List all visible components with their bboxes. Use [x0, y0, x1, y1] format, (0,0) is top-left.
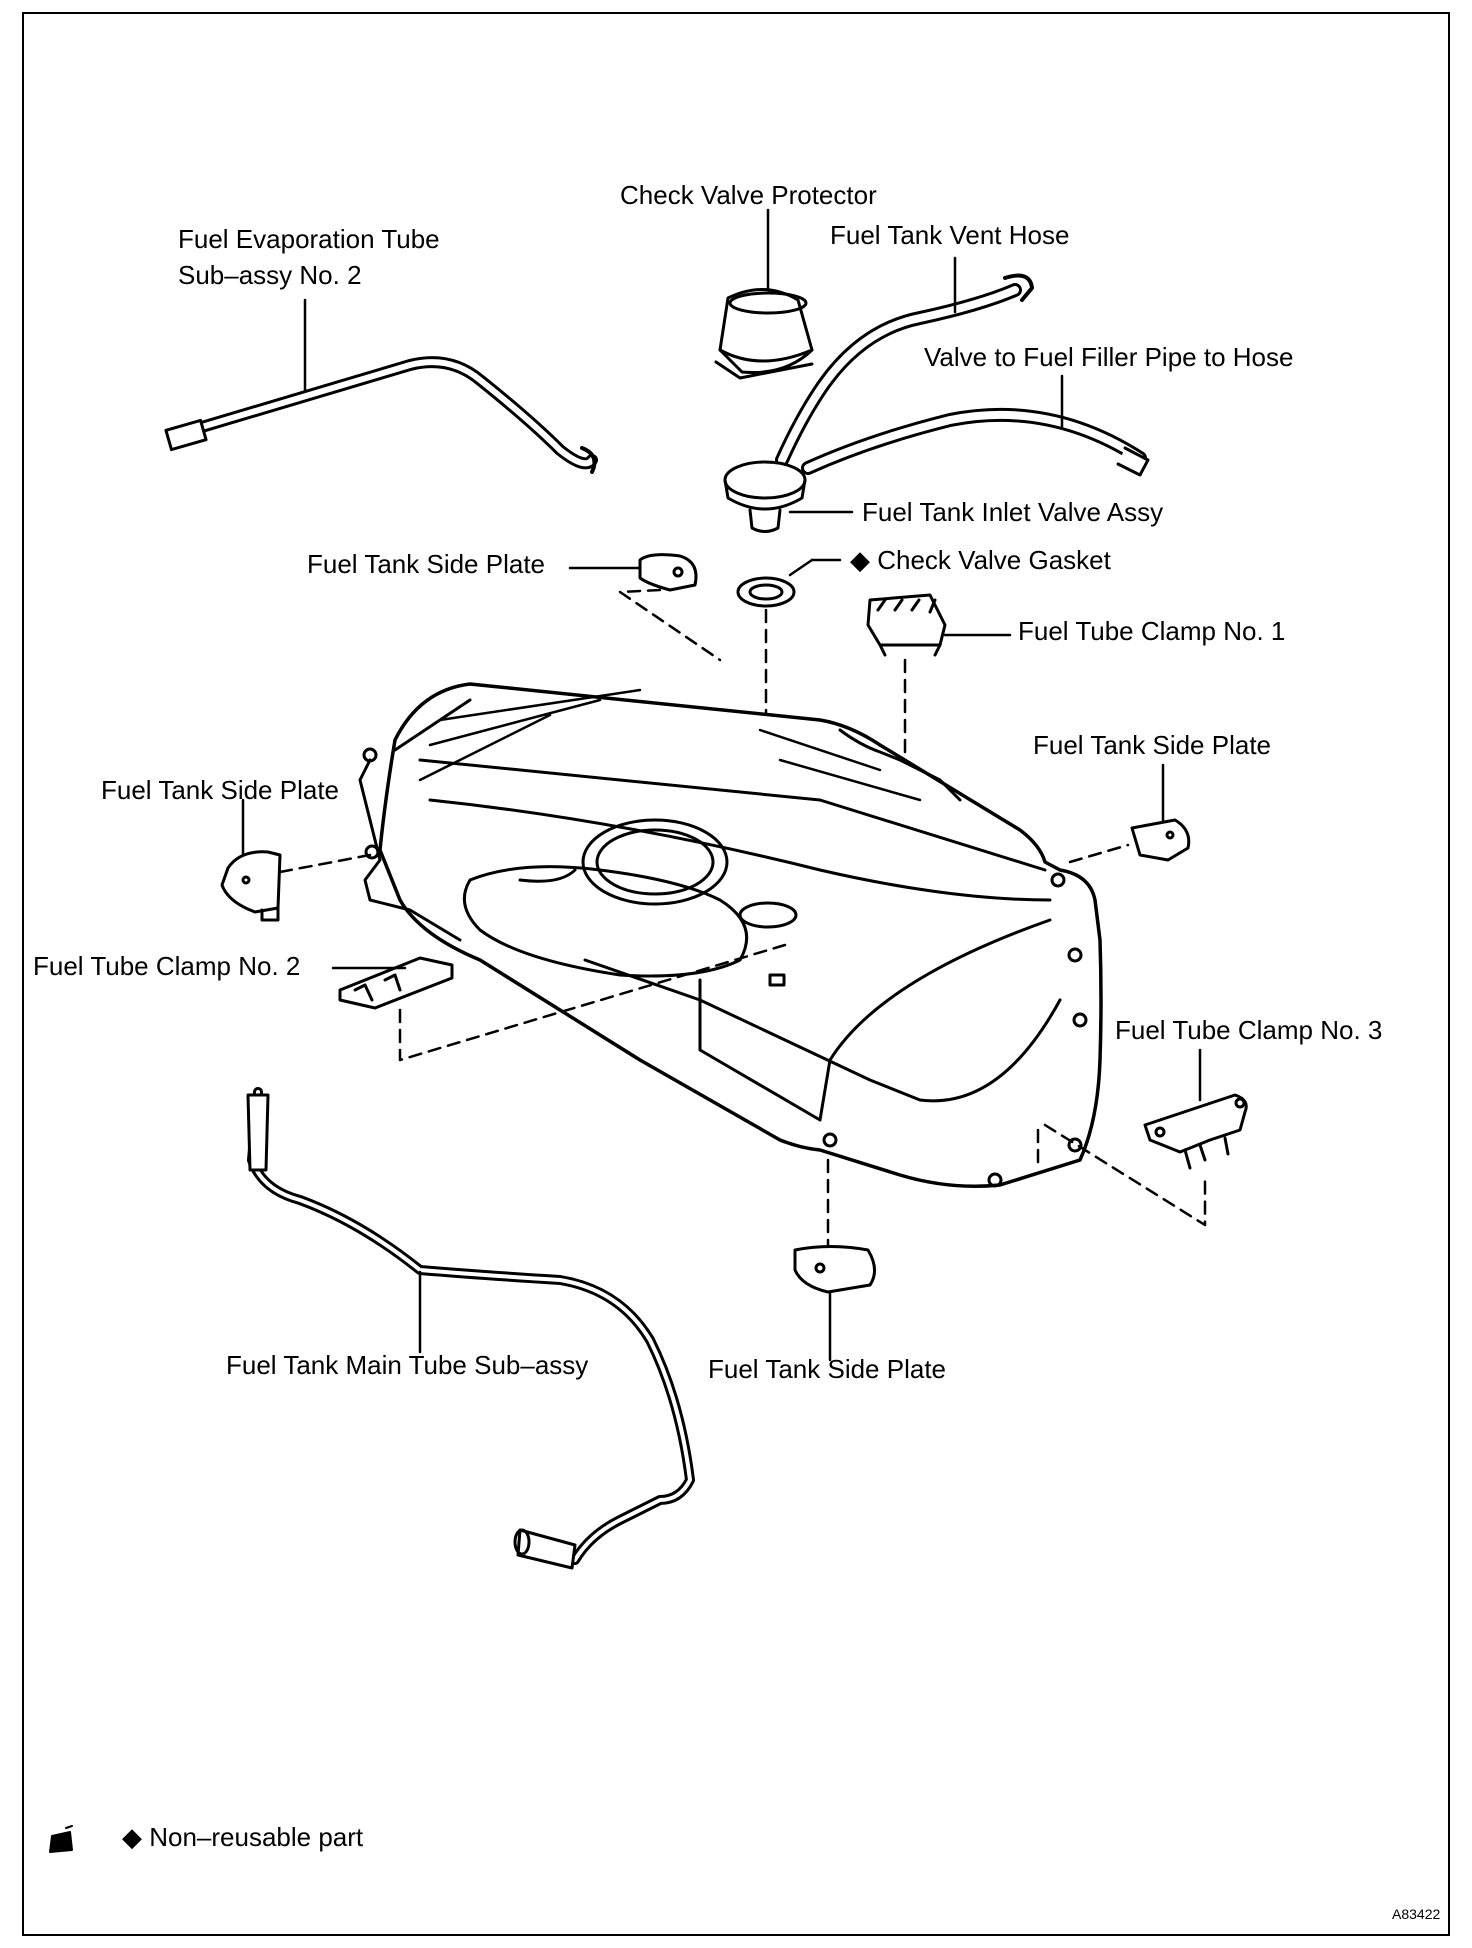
- manual-mark-icon: [49, 1825, 73, 1853]
- fuel-evaporation-tube: [164, 356, 598, 474]
- diamond-icon: ◆: [850, 545, 870, 575]
- check-valve-protector: [714, 288, 814, 380]
- side-plate-bottom: [793, 1245, 876, 1294]
- side-plate-top: [638, 553, 698, 592]
- label-tube-clamp-2: Fuel Tube Clamp No. 2: [33, 951, 301, 981]
- label-side-plate-top: Fuel Tank Side Plate: [307, 549, 545, 579]
- fuel-tank-body: [358, 682, 1103, 1188]
- side-plate-top-dash: [618, 588, 722, 662]
- clamp3-dash: [1036, 1123, 1207, 1227]
- label-evap-tube-line1: Fuel Evaporation Tube: [178, 224, 440, 254]
- label-check-valve-protector: Check Valve Protector: [620, 180, 877, 210]
- label-valve-to-filler-hose: Valve to Fuel Filler Pipe to Hose: [924, 342, 1294, 372]
- label-check-valve-gasket: ◆ Check Valve Gasket: [850, 545, 1111, 575]
- label-main-tube-assy: Fuel Tank Main Tube Sub–assy: [226, 1350, 589, 1380]
- clamp2-dash: [398, 943, 787, 1062]
- diagram-frame: [22, 12, 1450, 1936]
- label-evap-tube-line2: Sub–assy No. 2: [178, 260, 362, 290]
- label-side-plate-bottom: Fuel Tank Side Plate: [708, 1354, 946, 1384]
- fuel-tank-vent-hose: [775, 273, 1034, 467]
- valve-to-filler-hose: [801, 407, 1150, 477]
- label-tube-clamp-1: Fuel Tube Clamp No. 1: [1018, 616, 1286, 646]
- label-tube-clamp-3: Fuel Tube Clamp No. 3: [1115, 1015, 1383, 1045]
- diamond-icon: ◆: [122, 1822, 142, 1852]
- side-plate-right-dash: [1068, 843, 1130, 864]
- figure-id: A83422: [1392, 1906, 1441, 1922]
- fuel-tube-clamp-1: [866, 593, 947, 657]
- side-plate-right: [1130, 818, 1191, 862]
- label-side-plate-right: Fuel Tank Side Plate: [1033, 730, 1271, 760]
- label-side-plate-left: Fuel Tank Side Plate: [101, 775, 339, 805]
- leader-gasket: [788, 558, 814, 577]
- label-inlet-valve-assy: Fuel Tank Inlet Valve Assy: [862, 497, 1164, 527]
- label-fuel-tank-vent-hose: Fuel Tank Vent Hose: [830, 220, 1070, 250]
- fuel-tank-main-tube: [246, 1087, 695, 1570]
- fuel-tube-clamp-3: [1143, 1093, 1248, 1170]
- fuel-tube-clamp-2: [338, 956, 454, 1010]
- legend-non-reusable: ◆ Non–reusable part: [122, 1822, 364, 1852]
- check-valve-gasket: [736, 576, 796, 608]
- side-plate-left-dash: [278, 853, 372, 874]
- fuel-tank-inlet-valve: [723, 460, 807, 533]
- side-plate-left: [220, 850, 282, 922]
